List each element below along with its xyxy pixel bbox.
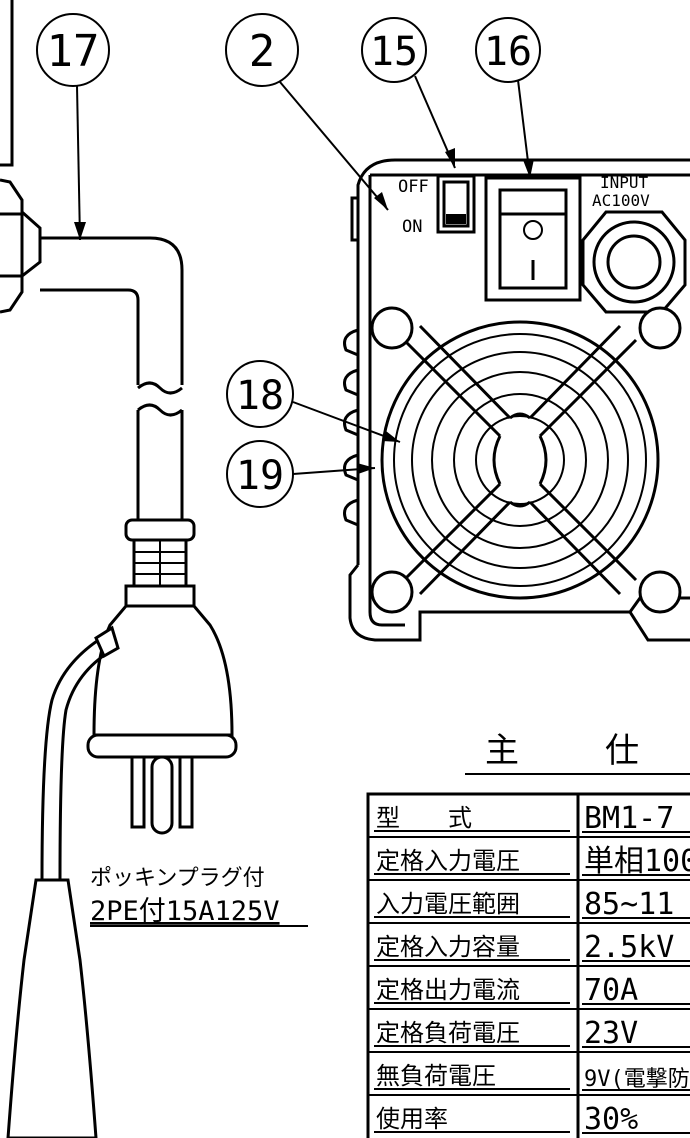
plug-note-line1: ポッキンプラグ付 xyxy=(90,866,265,891)
spec-row-value: BM1-7 xyxy=(584,801,674,836)
callout-17: 17 xyxy=(36,13,110,87)
spec-row-label: 定格負荷電圧 xyxy=(376,1019,520,1047)
spec-row-value: 9V(電撃防止 xyxy=(584,1067,690,1092)
spec-row-value: 85~11 xyxy=(584,887,674,922)
cord-nut xyxy=(0,178,24,314)
leader-lines xyxy=(74,75,534,475)
spec-row-label: 無負荷電圧 xyxy=(376,1062,496,1090)
callout-2: 2 xyxy=(225,13,299,87)
power-cord xyxy=(0,178,238,1138)
off-label: OFF xyxy=(398,177,429,197)
selector-switch: OFF ON xyxy=(398,174,476,237)
spec-row-label: 定格入力電圧 xyxy=(376,847,520,875)
callout-19: 19 xyxy=(226,440,294,508)
spec-row-label: 型 式 xyxy=(376,804,472,832)
callout-15-label: 15 xyxy=(370,29,418,75)
spec-row-label: 入力電圧範囲 xyxy=(376,890,520,918)
input-connector: INPUT AC100V xyxy=(581,173,687,314)
frame-fragment xyxy=(0,0,14,167)
cooling-fan xyxy=(370,306,682,614)
spec-table: 型 式 BM1-7 定格入力電圧 単相100 入力電圧範囲 85~11 定格入力容量 2.5k… xyxy=(366,792,690,1138)
spec-row-value: 単相100 xyxy=(584,844,690,879)
callout-16: 16 xyxy=(475,17,541,83)
spec-row-value: 70A xyxy=(584,973,638,1008)
voltage-label: AC100V xyxy=(592,191,650,210)
spec-row-label: 定格出力電流 xyxy=(376,976,520,1004)
callout-18-label: 18 xyxy=(236,373,284,419)
spec-row-label: 定格入力容量 xyxy=(376,933,520,961)
spec-row-value: 30% xyxy=(584,1102,638,1137)
on-label: ON xyxy=(402,217,422,237)
switch-off-mark xyxy=(523,220,543,240)
spec-row-value: 2.5kV xyxy=(584,930,674,965)
callout-19-label: 19 xyxy=(236,453,284,499)
callout-16-label: 16 xyxy=(484,29,532,75)
power-switch xyxy=(484,176,582,302)
spec-row-value: 23V xyxy=(584,1016,638,1051)
callout-18: 18 xyxy=(226,360,294,428)
spec-title-char1: 主 xyxy=(485,731,519,771)
input-label: INPUT xyxy=(600,173,649,192)
spec-title-char2: 仕 xyxy=(605,731,639,771)
callout-2-label: 2 xyxy=(249,26,276,77)
callout-15: 15 xyxy=(361,17,427,83)
spec-row-label: 使用率 xyxy=(376,1105,448,1133)
callout-17-label: 17 xyxy=(47,26,100,77)
plug-note-line2: 2PE付15A125V xyxy=(90,896,280,927)
spec-title: 主 仕 xyxy=(465,731,690,775)
